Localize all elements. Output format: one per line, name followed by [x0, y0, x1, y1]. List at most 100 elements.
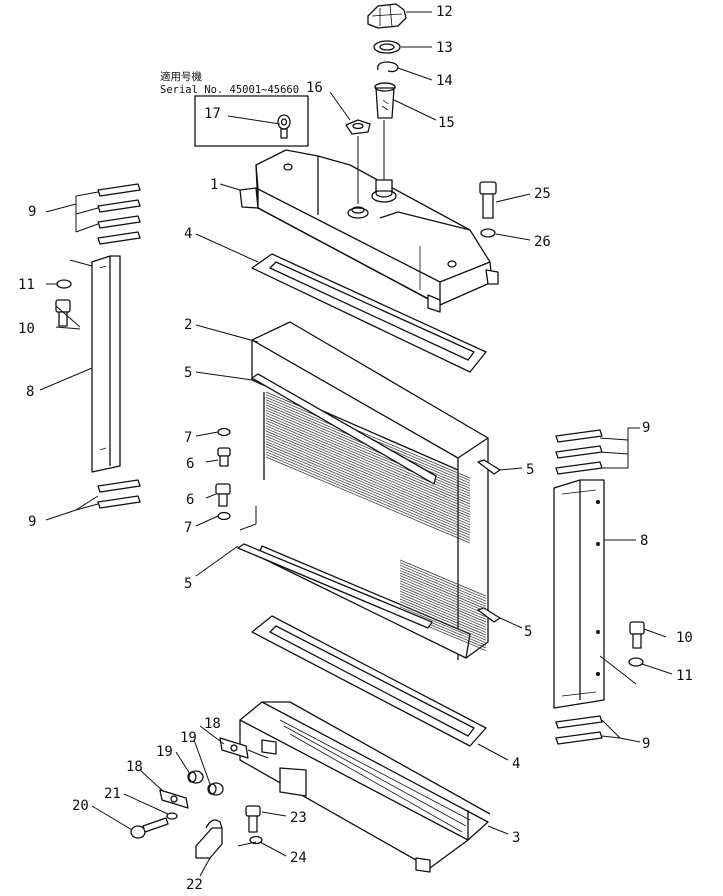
washer-26 — [480, 228, 496, 238]
core-fin-line — [399, 567, 487, 605]
core-fin-line — [399, 588, 487, 625]
part-17-drawing — [277, 114, 291, 139]
callout-24: 24 — [290, 850, 307, 866]
bolt-6-lower — [215, 483, 231, 507]
callout-23: 23 — [290, 810, 307, 826]
washer-7-lower — [217, 511, 231, 521]
core-fins — [265, 391, 487, 651]
serial-note-serial: Serial No. 45001~45660 — [160, 84, 299, 96]
shims-9-right-top — [555, 429, 603, 475]
callout-19-a: 19 — [180, 730, 197, 746]
ring-14 — [377, 61, 399, 73]
callout-8-left: 8 — [26, 384, 34, 400]
callout-25: 25 — [534, 186, 551, 202]
serial-note: 適用号機 Serial No. 45001~45660 — [160, 70, 309, 147]
gasket-4-lower — [251, 615, 487, 747]
bolt-23 — [245, 805, 261, 833]
core-fin-line — [265, 422, 471, 510]
core-fin-line — [265, 443, 471, 531]
callout-18-b: 18 — [126, 759, 143, 775]
callout-10-left: 10 — [18, 321, 35, 337]
core-fin-line — [265, 446, 471, 533]
washer-24 — [249, 835, 263, 845]
core-fin-line — [399, 590, 487, 628]
callout-5-a: 5 — [184, 365, 192, 381]
plug-19-a — [187, 770, 204, 784]
callout-17: 17 — [204, 106, 221, 122]
core-fin-line — [265, 454, 471, 541]
core-fin-line — [265, 433, 471, 520]
core-fin-line — [399, 562, 487, 599]
callout-7-a: 7 — [184, 430, 192, 446]
side-plate-8-left — [91, 255, 121, 473]
core-fin-line — [399, 575, 487, 612]
callout-14: 14 — [436, 73, 453, 89]
callout-4-lower: 4 — [512, 756, 520, 772]
filler-cap-12 — [367, 3, 407, 29]
strip-5-items — [237, 373, 501, 629]
seal-13 — [373, 40, 401, 54]
callout-2: 2 — [184, 317, 192, 333]
callout-8-right: 8 — [640, 533, 648, 549]
core-fin-line — [265, 430, 471, 518]
core-fin-line — [399, 559, 487, 597]
callout-11-left: 11 — [18, 277, 35, 293]
core-fin-line — [265, 420, 471, 507]
core-fin-line — [265, 448, 471, 536]
shims-9-left-bottom — [97, 479, 141, 509]
bracket-22 — [195, 819, 223, 859]
core-fin-line — [399, 583, 487, 620]
bolt-10-left — [55, 299, 71, 327]
callout-labels: 1 2 3 4 4 5 5 5 5 6 6 7 7 8 8 9 9 9 9 10… — [18, 4, 693, 893]
plug-19-b — [207, 782, 224, 796]
callout-9-c: 9 — [642, 420, 650, 436]
core-fin-line — [265, 415, 471, 502]
core-fin-line — [265, 412, 471, 500]
core-fin-line — [399, 601, 487, 638]
washer-11-left — [56, 279, 72, 289]
callout-9-b: 9 — [28, 514, 36, 530]
callout-26: 26 — [534, 234, 551, 250]
core-fin-line — [399, 593, 487, 631]
core-fin-line — [399, 572, 487, 610]
core-fin-line — [399, 564, 487, 602]
bolt-25 — [479, 181, 497, 219]
callout-5-c: 5 — [184, 576, 192, 592]
callout-12: 12 — [436, 4, 453, 20]
callout-5-d: 5 — [524, 624, 532, 640]
bolt-20 — [130, 817, 169, 839]
serial-note-jp: 適用号機 — [160, 70, 202, 83]
callout-10-right: 10 — [676, 630, 693, 646]
callout-4-upper: 4 — [184, 226, 192, 242]
leader-lines — [39, 11, 673, 877]
core-fin-line — [265, 435, 471, 523]
callout-9-a: 9 — [28, 204, 36, 220]
callout-6-a: 6 — [186, 456, 194, 472]
bolt-10-right — [629, 621, 645, 649]
core-fin-line — [265, 428, 471, 515]
callout-20: 20 — [72, 798, 89, 814]
callout-7-b: 7 — [184, 520, 192, 536]
core-fin-line — [399, 603, 487, 641]
core-fin-line — [265, 456, 471, 544]
callout-15: 15 — [438, 115, 455, 131]
callout-6-b: 6 — [186, 492, 194, 508]
core-fin-line — [265, 425, 471, 513]
thermo-cap-16 — [345, 119, 371, 135]
washer-21 — [166, 812, 178, 820]
bracket-18-lower — [159, 789, 189, 809]
callout-3: 3 — [512, 830, 520, 846]
bracket-18-upper — [219, 737, 249, 759]
core-fin-line — [265, 407, 471, 494]
radiator-core — [251, 321, 489, 660]
shims-9-right-bottom — [555, 715, 603, 745]
core-fin-line — [399, 580, 487, 618]
bolt-6-upper — [217, 447, 231, 467]
side-plate-8-right — [553, 479, 605, 709]
core-fin-line — [265, 438, 471, 526]
core-fin-line — [399, 596, 487, 633]
core-fin-line — [265, 409, 471, 497]
strainer-15 — [374, 82, 396, 119]
core-fin-line — [399, 598, 487, 636]
